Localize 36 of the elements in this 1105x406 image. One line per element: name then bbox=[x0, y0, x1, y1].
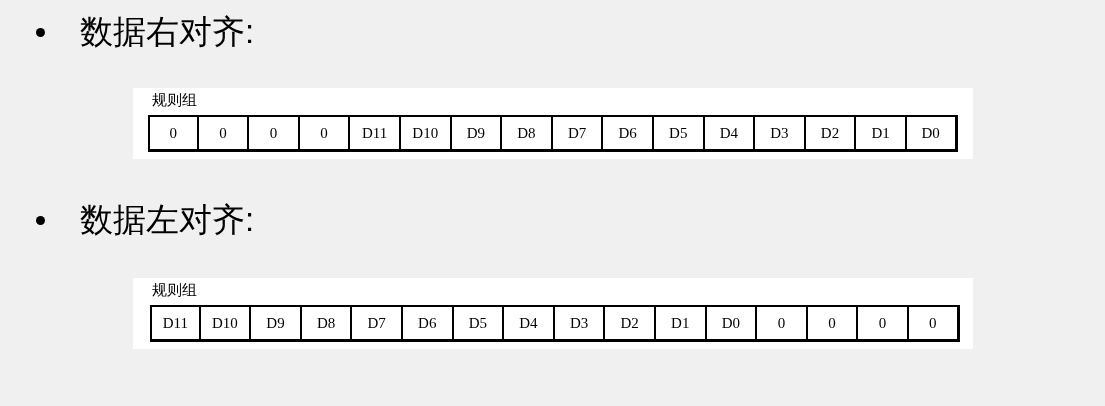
bit-cell: D2 bbox=[805, 115, 857, 152]
bit-cell: D2 bbox=[605, 305, 656, 342]
bit-cell: 0 bbox=[908, 305, 960, 342]
bit-cell: 0 bbox=[249, 115, 300, 152]
bit-cell: 0 bbox=[858, 305, 909, 342]
bit-cell: D10 bbox=[400, 115, 452, 152]
bit-cell: D5 bbox=[653, 115, 705, 152]
bit-cell: D11 bbox=[350, 115, 401, 152]
bit-cell: D4 bbox=[504, 305, 555, 342]
register-caption: 规则组 bbox=[152, 281, 197, 300]
bit-cell: D8 bbox=[502, 115, 553, 152]
bit-cell: D10 bbox=[200, 305, 252, 342]
bit-cell: 0 bbox=[198, 115, 250, 152]
bit-cell: D9 bbox=[251, 305, 302, 342]
bit-cell: D7 bbox=[552, 115, 604, 152]
bit-cell: 0 bbox=[299, 115, 351, 152]
bit-cell: D1 bbox=[856, 115, 907, 152]
bit-cell: D5 bbox=[453, 305, 505, 342]
bit-cell: D11 bbox=[150, 305, 201, 342]
bit-cell: 0 bbox=[807, 305, 859, 342]
bit-cell: D7 bbox=[352, 305, 403, 342]
bit-cell: D1 bbox=[655, 305, 707, 342]
bit-cell: 0 bbox=[148, 115, 199, 152]
bit-cell: D8 bbox=[301, 305, 353, 342]
bit-cell: D3 bbox=[755, 115, 806, 152]
bit-cell: D4 bbox=[704, 115, 756, 152]
heading: 数据左对齐: bbox=[80, 200, 255, 240]
bit-cell: 0 bbox=[757, 305, 808, 342]
bit-cell: D0 bbox=[906, 115, 958, 152]
bit-cell: D6 bbox=[402, 305, 454, 342]
heading: 数据右对齐: bbox=[80, 12, 255, 52]
bit-cell: D6 bbox=[603, 115, 654, 152]
bit-cell: D9 bbox=[451, 115, 503, 152]
bit-cell: D3 bbox=[554, 305, 606, 342]
register-caption: 规则组 bbox=[152, 91, 197, 110]
bit-cell: D0 bbox=[706, 305, 758, 342]
